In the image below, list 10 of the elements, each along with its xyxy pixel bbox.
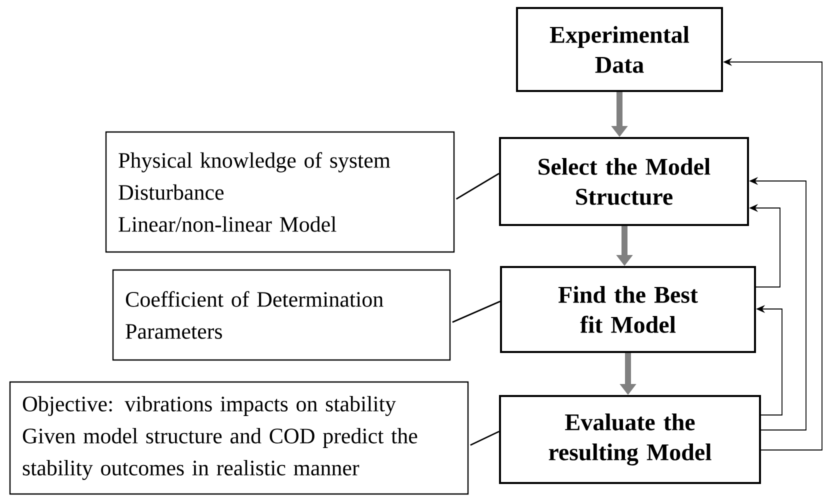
process-box: Select the Model Structure (499, 137, 749, 226)
connector-line (452, 300, 500, 323)
note-box: Physical knowledge of system Disturbance Linear/non-linear Model (105, 131, 455, 253)
note-box: Objective: vibrations impacts on stability Given model structure and COD predict the stability outcomes in realistic manner (9, 381, 469, 495)
process-box: Experimental Data (516, 7, 723, 92)
process-box: Evaluate the resulting Model (499, 395, 761, 484)
connector-line (456, 172, 500, 200)
process-box: Find the Best fit Model (500, 266, 756, 353)
connector-line (470, 430, 500, 446)
note-box: Coefficient of Determination Parameters (112, 269, 451, 361)
